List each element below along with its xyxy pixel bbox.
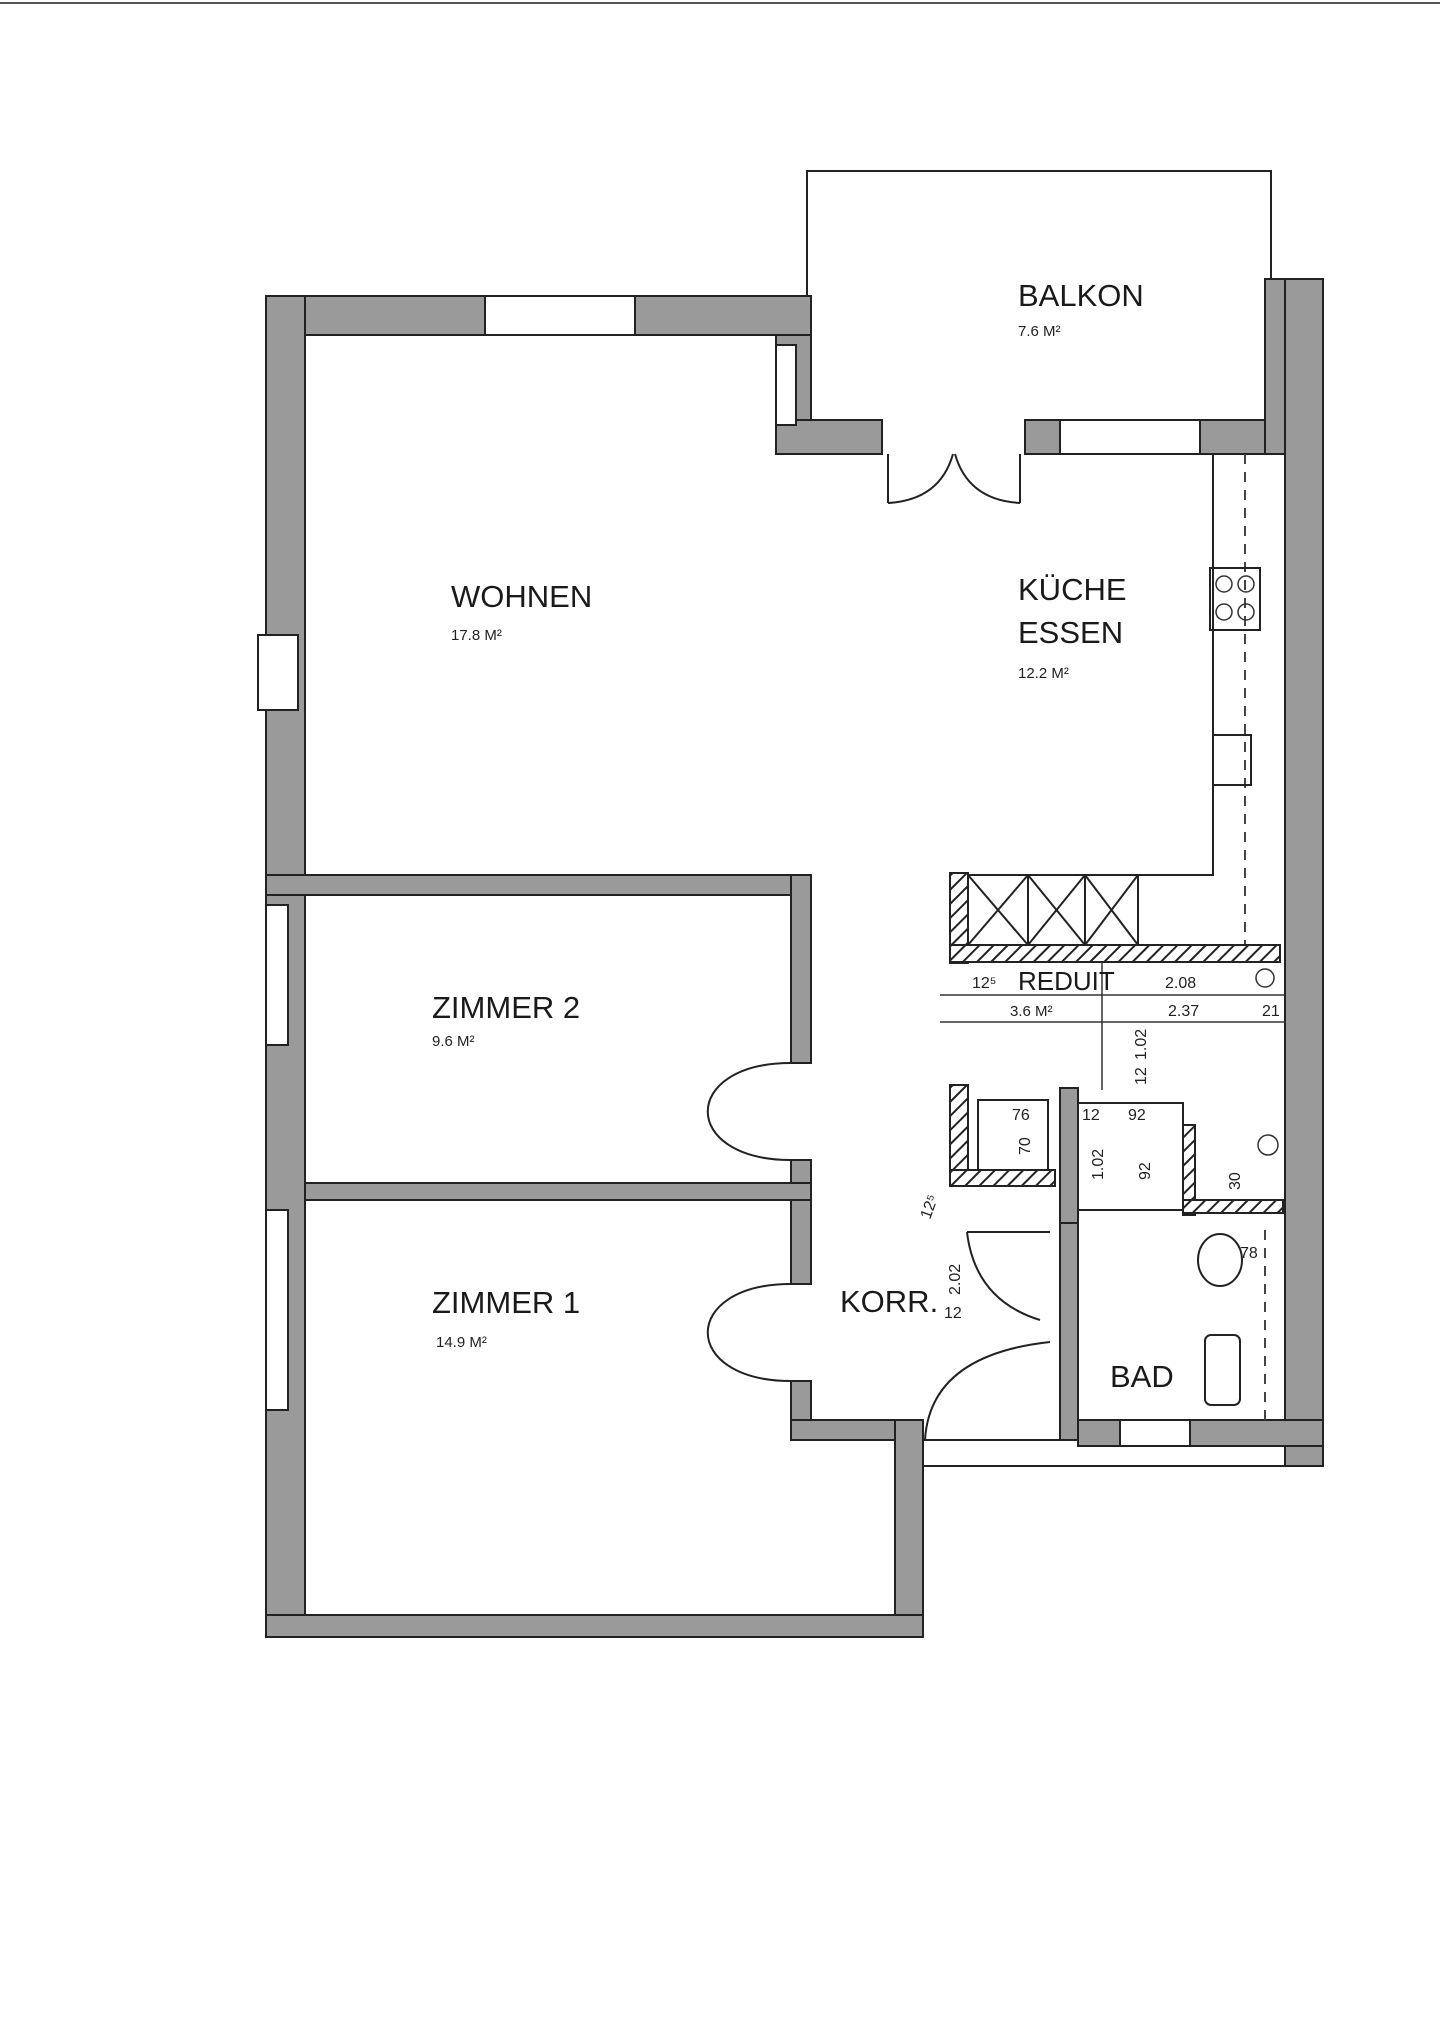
- room-label-zimmer1: ZIMMER 1: [432, 1285, 580, 1320]
- burner-icon: [1215, 603, 1233, 621]
- dim-label: 12: [1082, 1107, 1100, 1124]
- counter-edge: [950, 454, 1214, 876]
- dim-label: 92: [1128, 1107, 1146, 1124]
- wall-wm-left: [1182, 1124, 1196, 1216]
- washbasin-icon: [1204, 1334, 1241, 1406]
- window-bad: [1119, 1419, 1191, 1447]
- room-label-bad: BAD: [1110, 1359, 1174, 1394]
- door-entrance: [924, 1341, 1051, 1441]
- burner-icon: [1237, 575, 1255, 593]
- room-area-zimmer2: 9.6 M²: [432, 1033, 475, 1050]
- reduit-dim-lines: [940, 962, 1285, 1090]
- reduit-area: [940, 872, 1285, 1224]
- wall-bottom: [265, 1614, 924, 1638]
- wc-icon: [1197, 1233, 1243, 1287]
- dim-label: 1.02: [1133, 1029, 1150, 1060]
- shaft-crosses: [967, 874, 1139, 946]
- wall-wm-bottom: [1182, 1199, 1284, 1214]
- room-area-zimmer1: 14.9 M²: [436, 1334, 487, 1351]
- dim-label: 12⁵: [918, 1193, 942, 1222]
- dim-label: 78: [1240, 1245, 1258, 1262]
- wall-bad-bottom: [1077, 1419, 1324, 1447]
- windows: [257, 295, 1201, 1447]
- room-area-balkon: 7.6 M²: [1018, 323, 1061, 340]
- dim-label: 2.02: [947, 1264, 964, 1295]
- window-kitchen: [1059, 419, 1201, 455]
- dim-label: 70: [1017, 1137, 1034, 1155]
- wall-zimmer-divider: [304, 1182, 812, 1201]
- room-label-kueche: KÜCHE: [1018, 572, 1127, 607]
- room-label-zimmer2: ZIMMER 2: [432, 990, 580, 1025]
- doors: [706, 453, 1051, 1441]
- room-label-balkon: BALKON: [1018, 278, 1144, 313]
- dim-label: 12: [1133, 1067, 1150, 1085]
- wall-zimmer2-right-upper: [790, 874, 812, 1064]
- dim-label: 2.08: [1165, 975, 1196, 992]
- window-zimmer1: [265, 1209, 289, 1411]
- sink-icon: [1212, 734, 1252, 786]
- dim-label: 12: [944, 1305, 962, 1322]
- door-bad: [966, 1231, 1050, 1321]
- wall-zimmer1-right: [894, 1419, 924, 1638]
- window-wohnen-side: [775, 344, 797, 426]
- stove-icon: [1209, 567, 1261, 631]
- window-wohnen-top: [484, 295, 636, 336]
- dim-label: 1.02: [1090, 1149, 1107, 1180]
- wall-shower-left: [1059, 1087, 1079, 1224]
- room-label-essen: ESSEN: [1018, 615, 1123, 650]
- room-area-kueche: 12.2 M²: [1018, 665, 1069, 682]
- wall-zimmer-right-mid: [790, 1159, 812, 1285]
- wall-reduit-top: [949, 944, 1281, 963]
- wall-right: [1284, 278, 1324, 1467]
- room-area-reduit: 3.6 M²: [1010, 1003, 1053, 1020]
- burner-icon: [1215, 575, 1233, 593]
- door-zimmer1: [706, 1283, 792, 1382]
- balcony-double-door: [887, 453, 1021, 504]
- wall-balcony-right: [1264, 278, 1286, 455]
- dim-label: 12⁵: [972, 975, 996, 992]
- wall-wohnen-bottom: [265, 874, 807, 896]
- window-zimmer2: [265, 904, 289, 1046]
- dimension-labels: 12⁵ 2.08 2.37 21 1.02 12 76 70 12 92 1.0…: [918, 975, 1280, 1322]
- dim-label: 76: [1012, 1107, 1030, 1124]
- shaft-box: [977, 1099, 1049, 1171]
- reduit-drain-icon: [1255, 968, 1275, 988]
- burner-icon: [1237, 603, 1255, 621]
- room-area-wohnen: 17.8 M²: [451, 627, 502, 644]
- window-wohnen-left: [257, 634, 299, 711]
- bathroom-fixtures: [1197, 1230, 1266, 1420]
- room-label-wohnen: WOHNEN: [451, 579, 592, 614]
- dim-label: 30: [1227, 1172, 1244, 1190]
- dim-label: 2.37: [1168, 1003, 1199, 1020]
- dim-label: 21: [1262, 1003, 1280, 1020]
- wm-drain-icon: [1257, 1134, 1279, 1156]
- dim-label: 92: [1137, 1162, 1154, 1180]
- wall-shaft-bottom: [949, 1169, 1056, 1187]
- room-label-reduit: REDUIT: [1018, 966, 1115, 996]
- kitchen-counter: [950, 454, 1261, 960]
- door-zimmer2: [706, 1062, 792, 1161]
- room-label-korr: KORR.: [840, 1284, 938, 1319]
